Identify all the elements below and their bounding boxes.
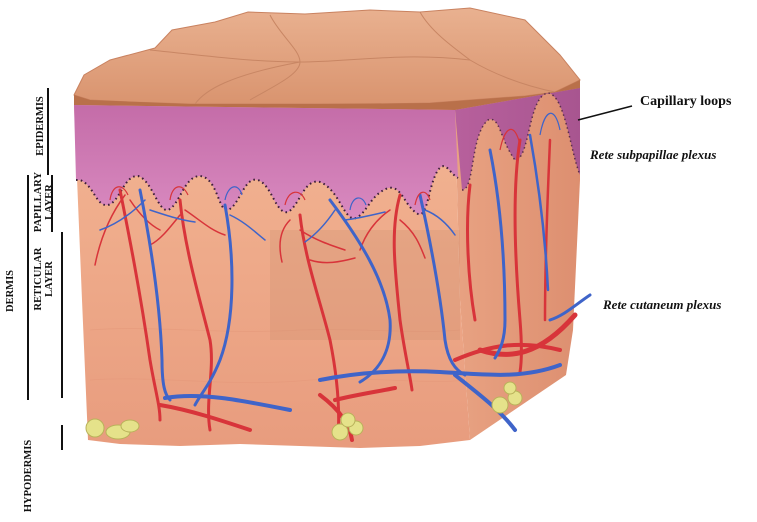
rete-cutaneum-label: Rete cutaneum plexus <box>603 297 721 313</box>
capillary-loops-label: Capillary loops <box>640 94 731 110</box>
papillary-layer-label: PAPILLARY LAYER <box>33 167 57 237</box>
papillary-layer-line1: PAPILLARY <box>33 167 44 237</box>
epidermis-label: EPIDERMIS <box>35 81 47 171</box>
rete-subpapillae-label: Rete subpapillae plexus <box>590 147 716 163</box>
reticular-layer-line1: RETICULAR <box>33 244 44 314</box>
reticular-layer-line2: LAYER <box>44 244 55 314</box>
skin-surface <box>74 8 580 114</box>
capillary-loops-leader <box>578 106 632 120</box>
dermis-label: DERMIS <box>5 266 17 316</box>
reticular-layer-label: RETICULAR LAYER <box>33 244 57 314</box>
hypodermis-label: HYPODERMIS <box>23 431 35 521</box>
papillary-layer-line2: LAYER <box>44 167 55 237</box>
